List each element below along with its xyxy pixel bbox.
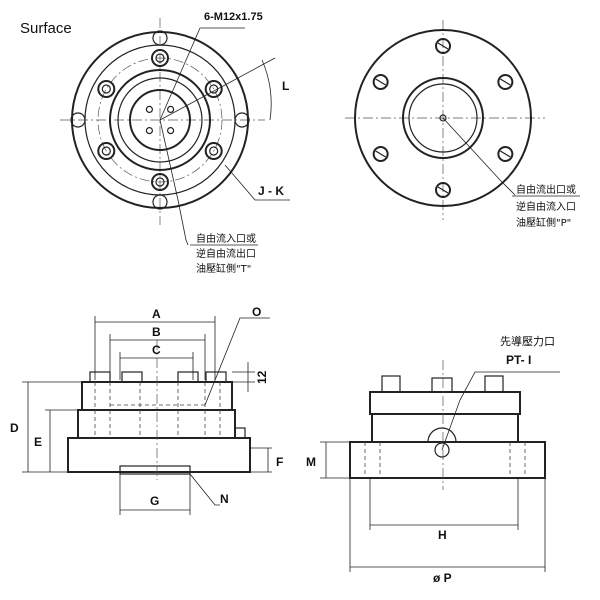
bottom-left-side-view [22,316,272,515]
dim-O: O [252,305,261,319]
top-left-face-view [60,18,290,246]
pilot-port-note: 先導壓力口 [500,334,555,348]
screw-slot-icon [437,42,449,50]
dim-P: ø P [433,571,452,585]
screw-head-icon [497,146,514,162]
bolt-hole-inner-icon [155,53,165,63]
bolt-hole-inner-icon [155,177,165,187]
screw-slot-icon [500,150,511,158]
dim-H: H [438,528,447,542]
screw-head-icon [497,74,514,90]
screw-slot-icon [437,186,449,194]
dim-M: M [306,455,316,469]
port-p-note-1: 自由流出口或 [516,183,576,196]
dim-12: 12 [255,370,269,384]
bolt-hole-icon [204,142,223,160]
pilot-port-label: PT- I [506,353,531,367]
dim-E: E [34,435,42,449]
bolt-hole-icon [151,49,169,67]
bolt-hole-icon [151,173,169,191]
screw-head-icon [372,146,389,162]
bolt-hole-icon [97,142,116,160]
bolt-hole-inner-icon [209,146,219,156]
port-hole-icon [145,105,153,113]
screw-slot-icon [500,78,511,86]
screw-slot-icon [375,78,386,86]
dim-C: C [152,343,161,357]
port-t-note-2: 逆自由流出口 [196,247,256,260]
thread-callout: 6-M12x1.75 [204,11,263,23]
dim-A: A [152,307,161,321]
dim-N: N [220,492,229,506]
flange-hole-icon [152,30,168,46]
screw-head-icon [372,74,389,90]
dim-B: B [152,325,161,339]
port-p-note-3: 油壓缸側"P" [516,216,571,229]
port-hole-icon [167,127,175,135]
flange-hole-icon [152,194,168,210]
bolt-hole-inner-icon [101,146,111,156]
screw-slot-icon [375,150,386,158]
drawing-title: Surface [20,20,72,37]
port-p-note-2: 逆自由流入口 [516,200,576,213]
dim-D: D [10,421,19,435]
dim-F: F [276,455,283,469]
bolt-hole-icon [97,80,116,98]
screw-head-icon [435,38,451,54]
bolt-hole-icon [204,80,223,98]
top-right-face-view [345,20,545,220]
flange-hole-icon [70,112,86,128]
bolt-hole-inner-icon [101,84,111,94]
jk-label: J - K [258,184,284,198]
port-hole-icon [167,105,175,113]
port-t-note-3: 油壓缸側"T" [196,262,251,275]
flange-hole-icon [234,112,250,128]
dim-G: G [150,494,159,508]
port-hole-icon [145,127,153,135]
screw-head-icon [435,182,451,198]
bottom-right-side-view [320,360,560,572]
port-t-note-1: 自由流入口或 [196,232,256,245]
dim-L-label: L [282,79,289,93]
